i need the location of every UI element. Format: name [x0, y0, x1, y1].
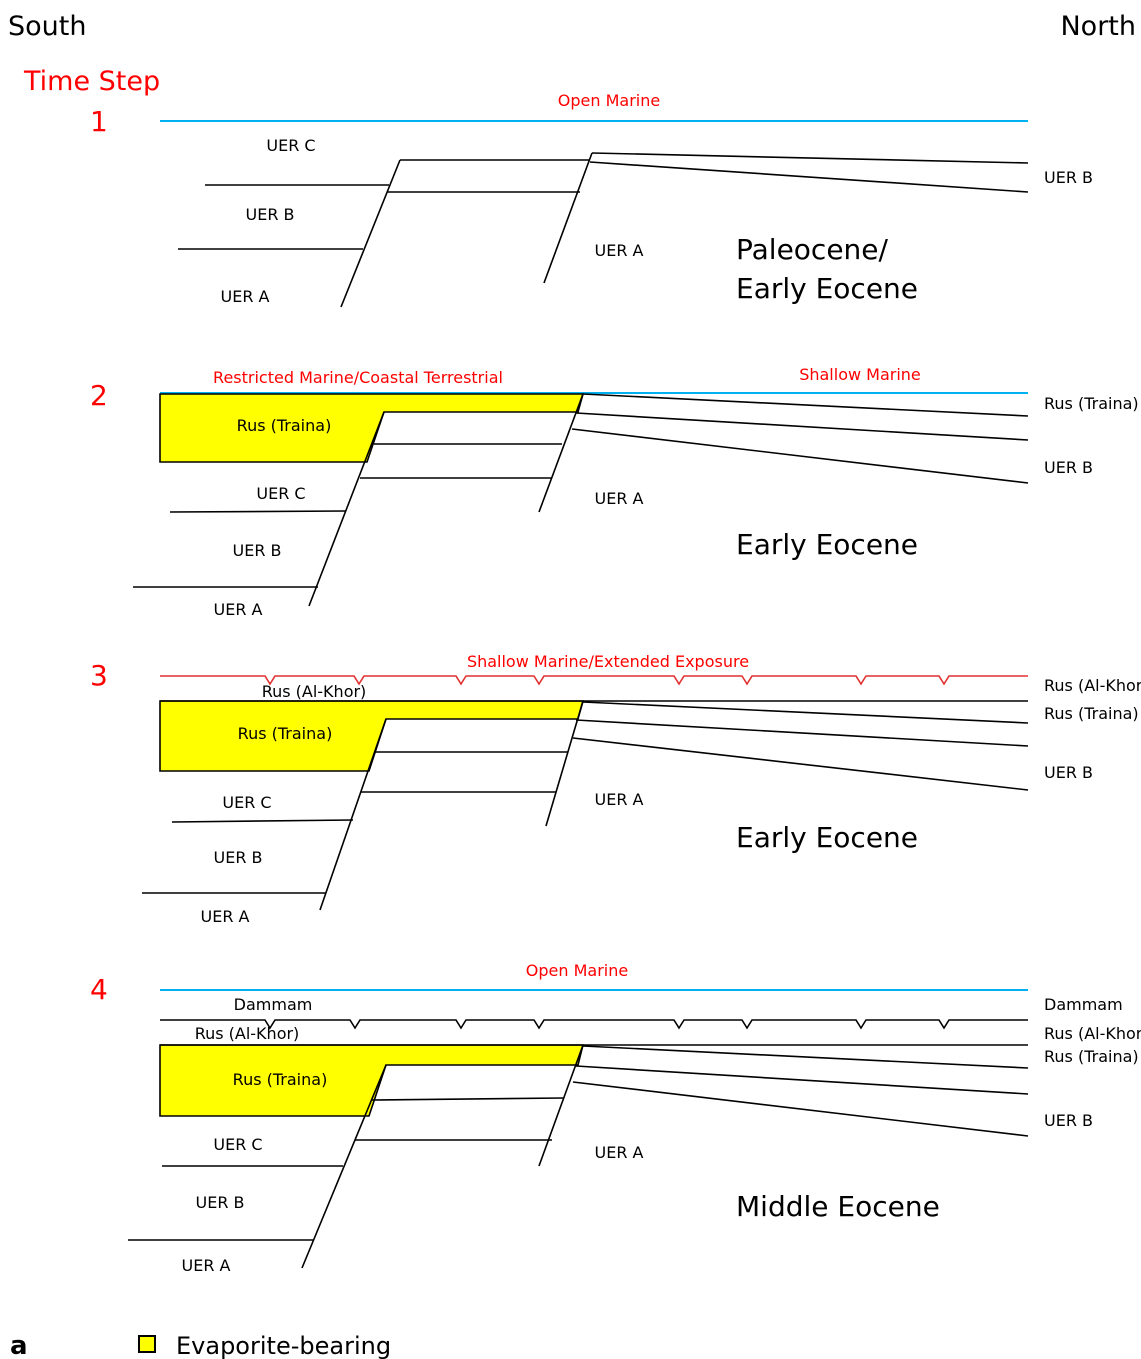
- unit-label: UER B: [1044, 1111, 1093, 1130]
- panel-letter: a: [10, 1331, 28, 1359]
- fault-left: [340, 159, 401, 308]
- fault-right: [543, 152, 593, 284]
- fault-left: [308, 411, 385, 607]
- unit-label: UER C: [222, 793, 271, 812]
- step-number: 3: [90, 659, 108, 692]
- north-label: North: [1060, 11, 1136, 42]
- age-label: Early Eocene: [736, 821, 918, 854]
- unit-label: UER B: [246, 205, 295, 224]
- unit-label: Rus (Al-Khor): [262, 682, 367, 701]
- exposure-surface: [160, 675, 1028, 686]
- unit-label: UER B: [1044, 458, 1093, 477]
- unit-label: Rus (Traina): [1044, 704, 1139, 723]
- unit-label: Rus (Al-Khor: [1044, 1024, 1141, 1043]
- age-label: Early Eocene: [736, 272, 918, 305]
- unit-label: UER A: [595, 790, 644, 809]
- unit-label: UER B: [214, 848, 263, 867]
- unit-label: UER B: [233, 541, 282, 560]
- fault-right: [538, 1044, 584, 1167]
- environment-label: Restricted Marine/Coastal Terrestrial: [213, 368, 503, 387]
- unit-label: Rus (Traina): [233, 1070, 328, 1089]
- age-label: Early Eocene: [736, 528, 918, 561]
- time-step-label: Time Step: [23, 66, 160, 97]
- south-label: South: [8, 11, 86, 42]
- unit-label: Dammam: [234, 995, 313, 1014]
- horizon: [571, 428, 1029, 484]
- fault-left: [301, 1064, 387, 1269]
- evaporite-body: [159, 1044, 585, 1117]
- unit-label: Rus (Traina): [238, 724, 333, 743]
- horizon: [371, 1097, 565, 1101]
- step-number: 4: [90, 973, 108, 1006]
- horizon: [572, 737, 1029, 791]
- unit-label: Dammam: [1044, 995, 1123, 1014]
- environment-label: Open Marine: [526, 961, 628, 980]
- fault-right: [538, 393, 584, 513]
- fault-left: [319, 718, 387, 911]
- panel-1: 1 Open Marine UER C UER B UER A UER A UE…: [90, 91, 1093, 308]
- unit-label: Rus (Traina): [237, 416, 332, 435]
- age-label: Middle Eocene: [736, 1190, 940, 1223]
- unit-label: UER B: [196, 1193, 245, 1212]
- horizon: [575, 412, 1029, 441]
- unit-label: UER C: [213, 1135, 262, 1154]
- unit-label: UER A: [201, 907, 250, 926]
- horizon: [169, 510, 347, 513]
- unit-label: Rus (Al-Khor): [195, 1024, 300, 1043]
- unconformity-surface: [160, 1019, 1028, 1030]
- horizon: [589, 161, 1029, 193]
- environment-label: Shallow Marine: [799, 365, 921, 384]
- horizon: [575, 1065, 1029, 1095]
- horizon: [575, 719, 1029, 747]
- horizon: [572, 1081, 1029, 1137]
- unit-label: Rus (Traina): [1044, 1047, 1139, 1066]
- unit-label: UER A: [595, 1143, 644, 1162]
- environment-label: Shallow Marine/Extended Exposure: [467, 652, 749, 671]
- fault-right: [545, 700, 584, 827]
- horizon: [582, 393, 1029, 417]
- panel-4: 4 Open Marine Dammam Rus (Al-Khor) Rus (…: [90, 961, 1141, 1275]
- horizon: [591, 152, 1029, 164]
- unit-label: UER C: [256, 484, 305, 503]
- horizon: [171, 819, 354, 823]
- unit-label: UER B: [1044, 168, 1093, 187]
- horizon: [582, 1045, 1029, 1069]
- panel-2: 2 Restricted Marine/Coastal Terrestrial …: [90, 365, 1139, 619]
- evaporite-body: [159, 393, 585, 463]
- unit-label: Rus (Al-Khor: [1044, 676, 1141, 695]
- evaporite-swatch: [138, 1335, 156, 1353]
- unit-label: UER A: [595, 241, 644, 260]
- panel-3: 3 Shallow Marine/Extended Exposure Rus (…: [90, 652, 1141, 926]
- unit-label: UER A: [595, 489, 644, 508]
- horizon: [582, 701, 1029, 724]
- unit-label: Rus (Traina): [1044, 394, 1139, 413]
- step-number: 2: [90, 379, 108, 412]
- step-number: 1: [90, 105, 108, 138]
- unit-label: UER A: [221, 287, 270, 306]
- unit-label: UER C: [266, 136, 315, 155]
- unit-label: UER A: [182, 1256, 231, 1275]
- age-label: Paleocene/: [736, 233, 889, 266]
- legend: a Evaporite-bearing: [10, 1331, 391, 1359]
- unit-label: UER B: [1044, 763, 1093, 782]
- unit-label: UER A: [214, 600, 263, 619]
- legend-label: Evaporite-bearing: [176, 1332, 391, 1359]
- environment-label: Open Marine: [558, 91, 660, 110]
